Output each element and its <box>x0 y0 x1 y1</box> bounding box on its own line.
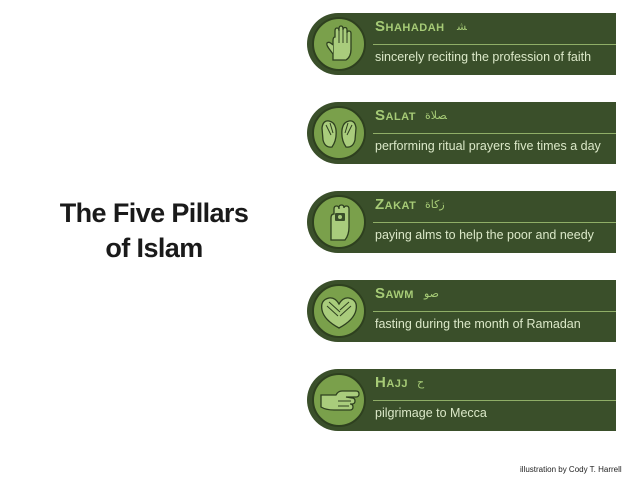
divider <box>373 133 616 134</box>
folded-hands-icon <box>312 284 366 338</box>
pillar-name: Hajj <box>375 374 409 391</box>
page-title: The Five Pillars of Islam <box>40 196 268 266</box>
pillar-description: fasting during the month of Ramadan <box>375 317 581 331</box>
pillar-name: Shahadah <box>375 18 445 35</box>
giving-hand-icon <box>312 195 366 249</box>
title-line-1: The Five Pillars <box>59 198 249 228</box>
pillar-description: sincerely reciting the profession of fai… <box>375 50 592 64</box>
pillar-name: Zakat <box>375 196 417 213</box>
pillar-name: Sawm <box>375 285 414 302</box>
pillar-arabic: ﺼﻼﺓ <box>425 109 447 122</box>
pillar-name: Salat <box>375 107 417 124</box>
pillar-salat: Salat ﺼﻼﺓ performing ritual prayers five… <box>307 102 616 164</box>
pillar-description: pilgrimage to Mecca <box>375 406 487 420</box>
pillar-arabic: ﺸ <box>457 20 467 33</box>
divider <box>373 44 616 45</box>
pillar-arabic: ﺡ <box>417 376 425 389</box>
title-line-2: of Islam <box>105 233 203 263</box>
pillar-sawm: Sawm ﺻﻮ fasting during the month of Rama… <box>307 280 616 342</box>
pillar-zakat: Zakat ﺯﻛﺎﺓ paying alms to help the poor … <box>307 191 616 253</box>
pillar-arabic: ﺯﻛﺎﺓ <box>425 198 445 211</box>
divider <box>373 311 616 312</box>
praying-hands-icon <box>312 106 366 160</box>
pillar-hajj: Hajj ﺡ pilgrimage to Mecca <box>307 369 616 431</box>
pillar-arabic: ﺻﻮ <box>424 287 440 300</box>
illustration-credit: illustration by Cody T. Harrell <box>520 465 622 474</box>
pillar-shahadah: Shahadah ﺸ sincerely reciting the profes… <box>307 13 616 75</box>
pillar-description: performing ritual prayers five times a d… <box>375 139 601 153</box>
raised-hand-icon <box>312 17 366 71</box>
divider <box>373 222 616 223</box>
divider <box>373 400 616 401</box>
pillar-description: paying alms to help the poor and needy <box>375 228 594 242</box>
pointing-hand-icon <box>312 373 366 427</box>
